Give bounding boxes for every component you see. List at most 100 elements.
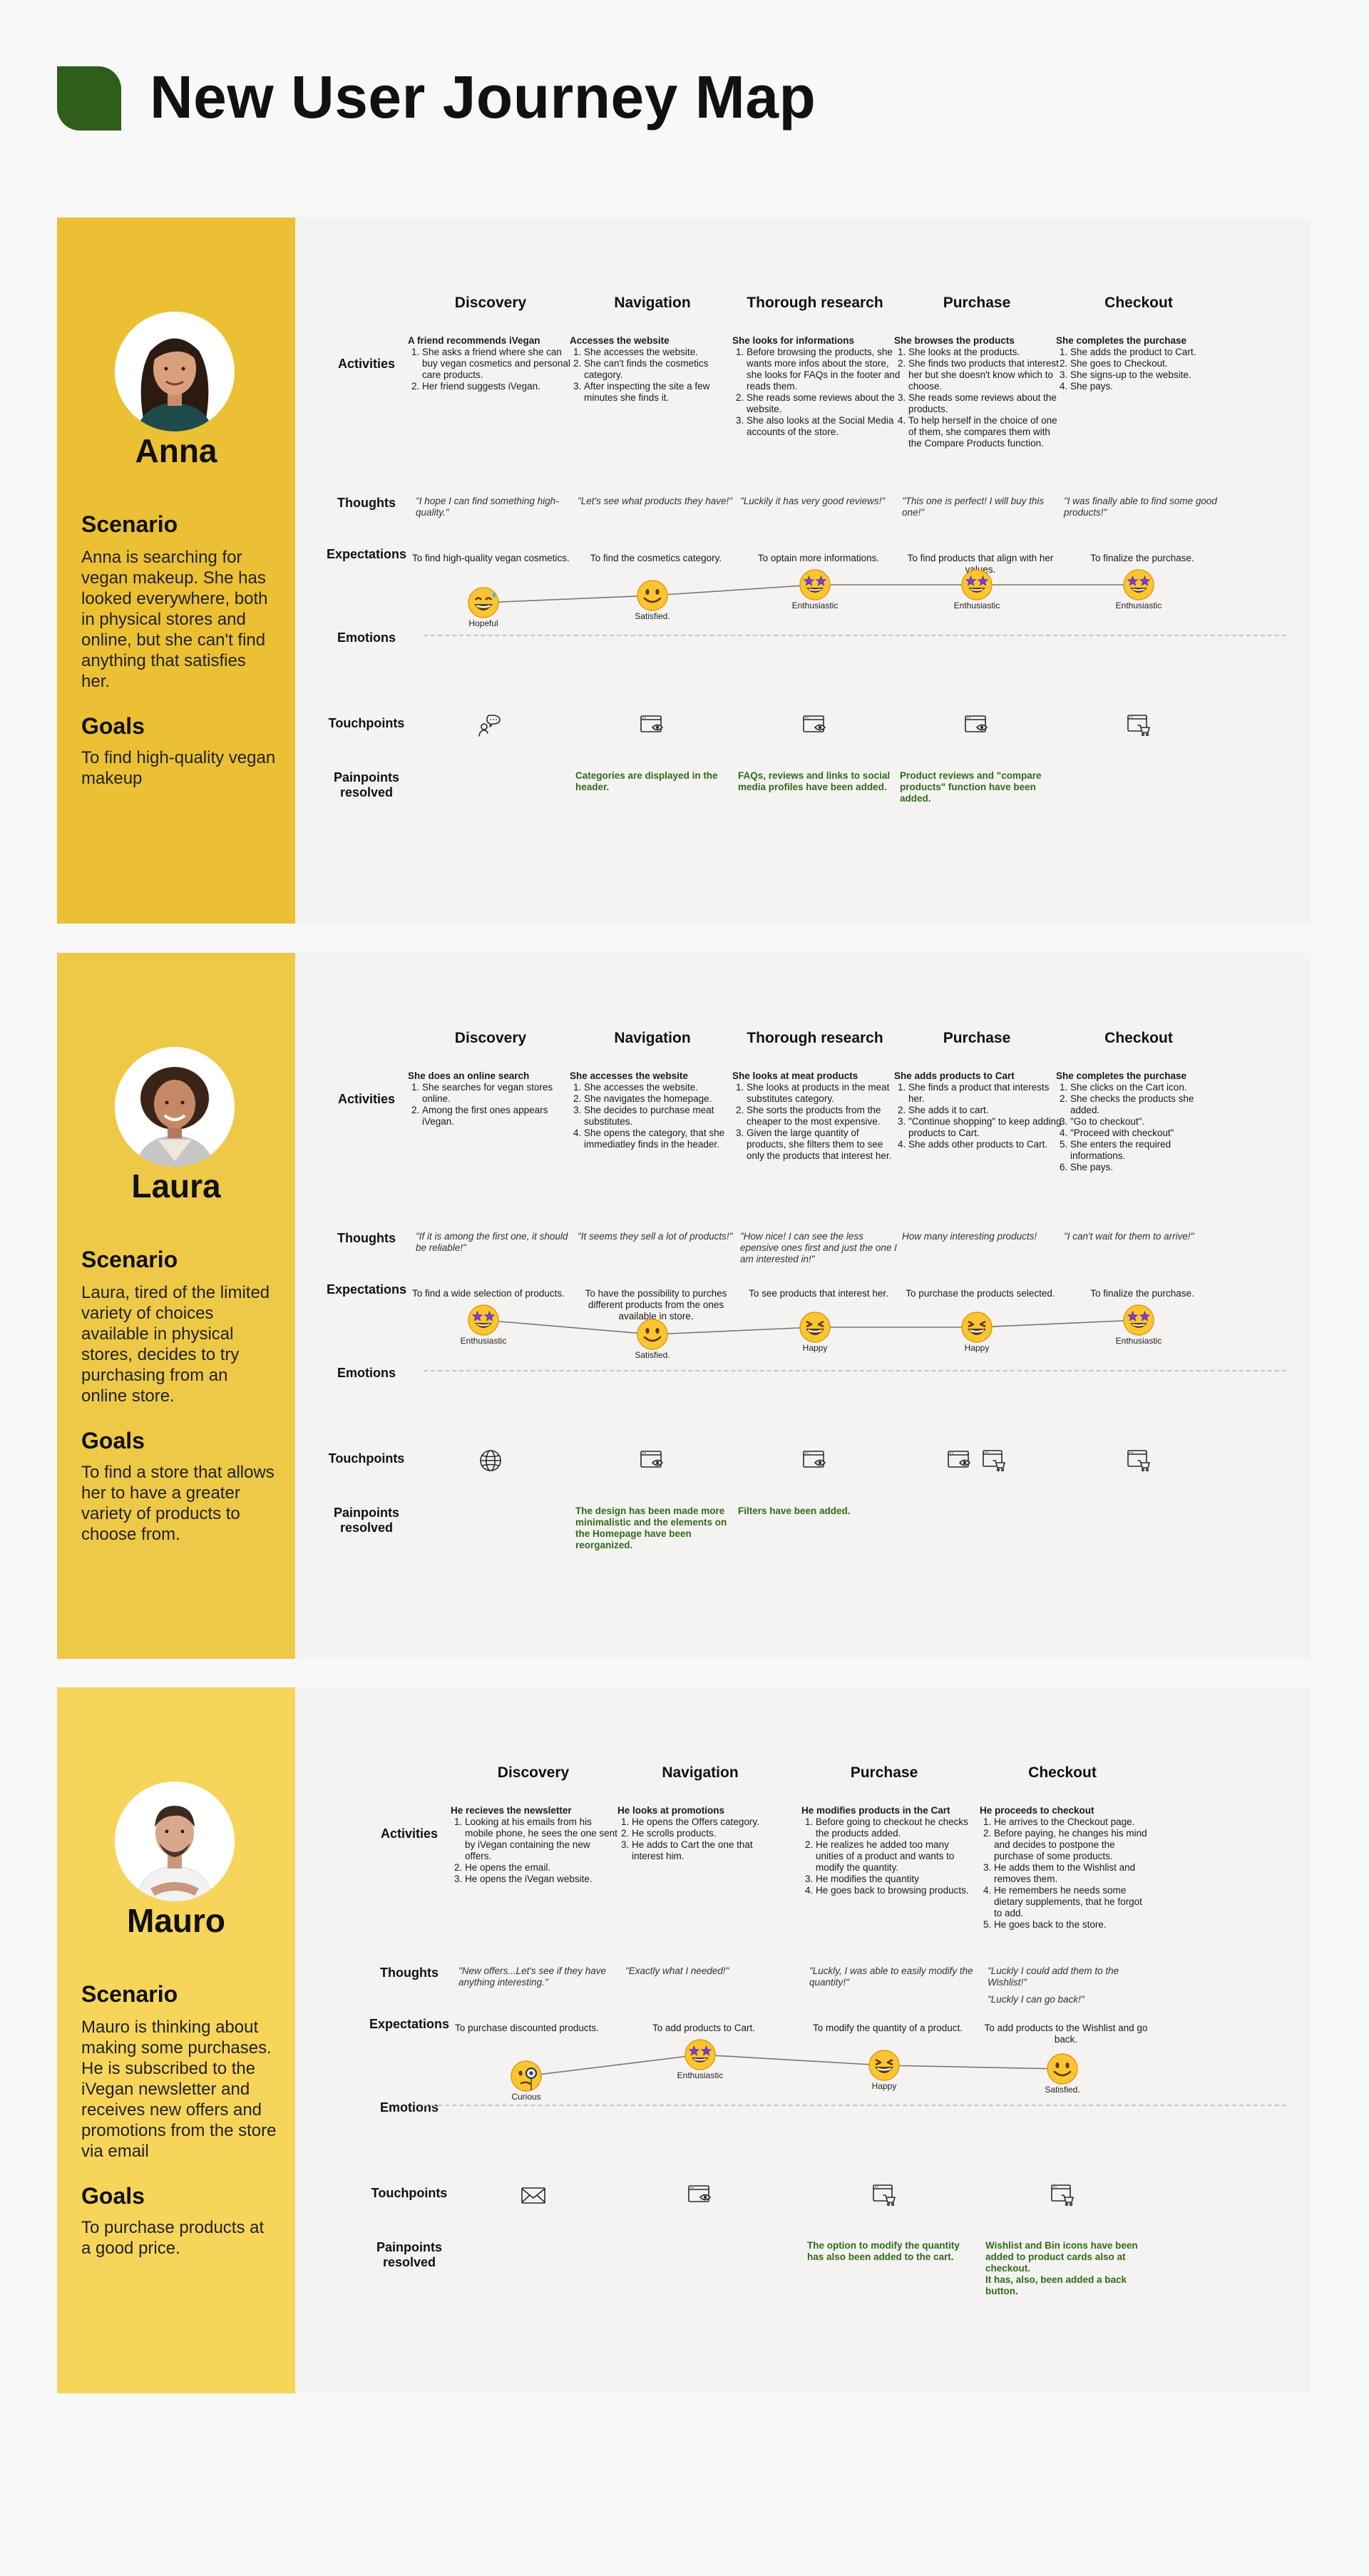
stage-header: Checkout: [1028, 1764, 1097, 1781]
activity-item: She reads some reviews about the website…: [747, 392, 901, 415]
activity-item: Before paying, he changes his mind and d…: [994, 1828, 1148, 1862]
avatar: [115, 312, 235, 431]
activity-item: He scrolls products.: [632, 1828, 786, 1839]
expectation-text: To have the possibility to purches diffe…: [585, 1288, 727, 1322]
browser-cart-icon: [980, 1448, 1008, 1473]
stage-header: Checkout: [1104, 1030, 1173, 1046]
browser-eye-icon: [963, 713, 991, 737]
thought-text: "New offers...Let's see if they have any…: [458, 1966, 606, 1988]
browser-eye-icon: [801, 1448, 829, 1473]
activity-item: She looks at products in the meat substi…: [747, 1082, 901, 1105]
row-label-emotions: Emotions: [379, 2100, 439, 2115]
activity-item: She adds it to cart.: [908, 1105, 1062, 1116]
activity-item: She asks a friend where she can buy vega…: [422, 347, 576, 381]
browser-cart-icon: [1124, 713, 1153, 737]
activity-title: He looks at promotions: [617, 1805, 725, 1816]
goals-text: To find a store that allows her to have …: [81, 1463, 275, 1544]
activity-item: She sorts the products from the cheaper …: [747, 1105, 901, 1128]
activities-cell: He looks at promotionsHe opens the Offer…: [617, 1805, 786, 1862]
laugh-emoji-icon: [867, 2048, 901, 2082]
scenario-text: Laura, tired of the limited variety of c…: [81, 1283, 270, 1406]
goals-text: To find high-quality vegan makeup: [81, 748, 276, 788]
thought-text: "I hope I can find something high-qualit…: [416, 496, 559, 518]
thought-text: "If it is among the first one, it should…: [416, 1231, 568, 1253]
speech-bubble-person-icon: [476, 713, 505, 737]
activity-title: She accesses the website: [570, 1070, 688, 1081]
avatar: [115, 1782, 235, 1901]
activities-cell: He recieves the newsletterLooking at his…: [451, 1805, 619, 1885]
activity-item: She accesses the website.: [584, 1082, 738, 1093]
row-label-painpoints: Painpoints resolved: [333, 1506, 399, 1535]
activity-title: She looks for informations: [732, 335, 855, 346]
activities-cell: She accesses the websiteShe accesses the…: [570, 1070, 738, 1150]
emotion-label: Enthusiastic: [1115, 600, 1162, 610]
envelope-icon: [519, 2183, 548, 2207]
activity-item: Her friend suggests iVegan.: [422, 381, 576, 392]
activity-item: He opens the Offers category.: [632, 1816, 786, 1828]
title-logo-leaf: [57, 66, 121, 131]
goals-heading: Goals: [81, 1428, 145, 1453]
activities-cell: He modifies products in the CartBefore g…: [801, 1805, 970, 1896]
painpoint-text: The option to modify the quantity has al…: [807, 2240, 960, 2262]
activity-list: She clicks on the Cart icon.She checks t…: [1056, 1082, 1224, 1173]
star-struck-emoji-icon: [960, 568, 994, 602]
activity-item: She finds a product that interests her.: [908, 1082, 1062, 1105]
stage-header: Thorough research: [747, 295, 883, 311]
emotion-label: Satisfied.: [1045, 2085, 1080, 2095]
row-label-painpoints: Painpoints resolved: [376, 2240, 442, 2269]
thought-text: "I can't wait for them to arrive!": [1064, 1231, 1194, 1242]
thought-text: "I was finally able to find some good pr…: [1064, 496, 1217, 518]
scenario-heading: Scenario: [81, 1981, 178, 2007]
activity-title: She adds products to Cart: [894, 1070, 1015, 1081]
row-label-touchpoints: Touchpoints: [328, 716, 405, 730]
activity-item: She looks at the products.: [908, 347, 1062, 358]
emotion-label: Happy: [964, 1343, 990, 1353]
activity-item: He remembers he needs some dietary suppl…: [994, 1885, 1148, 1919]
row-label-thoughts: Thoughts: [380, 1966, 439, 1980]
activity-item: He realizes he added too many unities of…: [816, 1839, 970, 1874]
stage-header: Purchase: [850, 1764, 918, 1781]
activity-item: Looking at his emails from his mobile ph…: [465, 1816, 619, 1862]
painpoint-text: FAQs, reviews and links to social media …: [738, 770, 891, 792]
activity-item: She can't finds the cosmetics category.: [584, 358, 738, 381]
activity-item: He arrives to the Checkout page.: [994, 1816, 1148, 1828]
activity-item: He opens the iVegan website.: [465, 1874, 619, 1885]
activities-cell: Accesses the websiteShe accesses the web…: [570, 335, 738, 404]
activities-cell: She looks at meat productsShe looks at p…: [732, 1070, 901, 1162]
activity-title: He proceeds to checkout: [980, 1805, 1094, 1816]
activity-list: She looks at the products.She finds two …: [894, 347, 1062, 449]
painpoint-text: Categories are displayed in the header.: [575, 770, 718, 792]
row-label-emotions: Emotions: [337, 1366, 396, 1380]
thought-text: "Exactly what I needed!": [625, 1966, 729, 1976]
row-label-activities: Activities: [380, 1826, 439, 1841]
activity-list: She accesses the website.She navigates t…: [570, 1082, 738, 1150]
activity-item: After inspecting the site a few minutes …: [584, 381, 738, 404]
activity-item: She enters the required informations.: [1070, 1139, 1224, 1162]
activity-item: He modifies the quantity: [816, 1874, 970, 1885]
smile-emoji-icon: [635, 578, 670, 613]
scenario-heading: Scenario: [81, 511, 178, 537]
scenario-text: Anna is searching for vegan makeup. She …: [81, 548, 268, 691]
row-label-painpoints: Painpoints resolved: [333, 770, 399, 799]
emotion-label: Happy: [802, 1343, 828, 1353]
activity-item: He goes back to the store.: [994, 1919, 1148, 1931]
emotion-baseline: [424, 1370, 1286, 1371]
thought-text: "Luckly, I was able to easily modify the…: [809, 1966, 973, 1988]
smile-emoji-icon: [635, 1317, 670, 1351]
activities-cell: A friend recommends iVeganShe asks a fri…: [408, 335, 576, 392]
activity-list: She looks at products in the meat substi…: [732, 1082, 901, 1162]
activities-cell: He proceeds to checkoutHe arrives to the…: [980, 1805, 1148, 1931]
activity-item: He opens the email.: [465, 1862, 619, 1874]
smile-emoji-icon: [1045, 2052, 1080, 2086]
page-title: New User Journey Map: [150, 63, 816, 131]
activity-list: Before going to checkout he checks the p…: [801, 1816, 970, 1896]
expectation-text: To find the cosmetics category.: [590, 553, 722, 563]
activity-item: She adds other products to Cart.: [908, 1139, 1062, 1150]
goals-text: To purchase products at a good price.: [81, 2218, 265, 2258]
activity-item: She accesses the website.: [584, 347, 738, 358]
activity-title: She browses the products: [894, 335, 1015, 346]
